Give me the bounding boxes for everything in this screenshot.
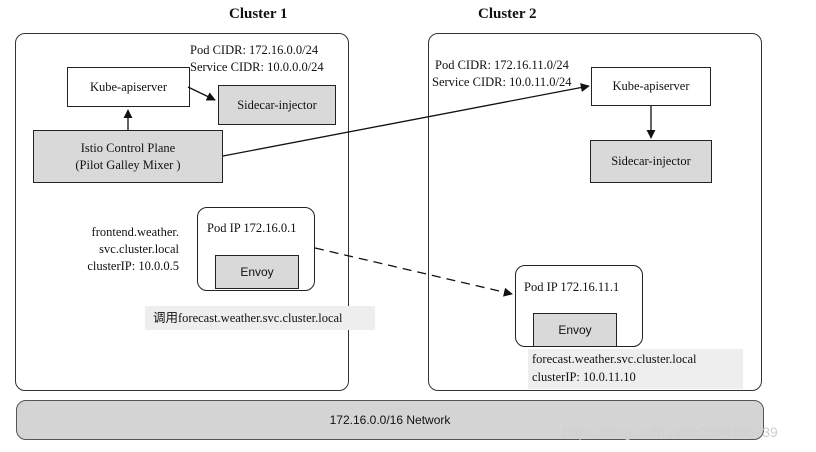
call-note: 调用forecast.weather.svc.cluster.local bbox=[145, 306, 375, 330]
cluster1-service-line1: frontend.weather. bbox=[91, 225, 179, 239]
control-plane-line2: (Pilot Galley Mixer ) bbox=[75, 157, 181, 172]
cluster2-envoy: Envoy bbox=[533, 313, 617, 347]
cluster2-title: Cluster 2 bbox=[478, 6, 537, 22]
apiserver1-to-sidecar1-arrow bbox=[187, 86, 216, 101]
cluster2-service-info: forecast.weather.svc.cluster.local clust… bbox=[528, 349, 743, 389]
cluster2-sidecar-injector: Sidecar-injector bbox=[590, 140, 712, 183]
istio-control-plane: Istio Control Plane (Pilot Galley Mixer … bbox=[33, 130, 223, 183]
network-bar: 172.16.0.0/16 Network bbox=[16, 400, 764, 440]
cluster2-service-line2: clusterIP: 10.0.11.10 bbox=[532, 370, 636, 384]
cluster1-title: Cluster 1 bbox=[229, 6, 288, 22]
cluster2-service-line1: forecast.weather.svc.cluster.local bbox=[532, 352, 697, 366]
control-plane-line1: Istio Control Plane bbox=[80, 140, 176, 155]
cluster1-envoy: Envoy bbox=[215, 255, 299, 289]
pod1-to-pod2-dashed-arrow bbox=[314, 247, 513, 297]
cluster2-service-cidr: Service CIDR: 10.0.11.0/24 bbox=[432, 75, 572, 89]
watermark: https://blog.csdn.net/h2604396739 bbox=[563, 424, 778, 440]
cluster2-pod-ip: Pod IP 172.16.11.1 bbox=[524, 280, 620, 294]
cluster1-pod-cidr: Pod CIDR: 172.16.0.0/24 bbox=[190, 43, 319, 57]
cluster1-sidecar-injector-label: Sidecar-injector bbox=[237, 97, 317, 112]
cluster2-sidecar-injector-label: Sidecar-injector bbox=[611, 154, 691, 168]
cluster2-envoy-label: Envoy bbox=[558, 323, 592, 337]
cluster1-service-cidr: Service CIDR: 10.0.0.0/24 bbox=[190, 60, 324, 74]
cluster1-kube-apiserver: Kube-apiserver bbox=[67, 67, 190, 107]
cluster1-kube-apiserver-label: Kube-apiserver bbox=[89, 79, 168, 94]
cluster1-envoy-label: Envoy bbox=[240, 265, 274, 279]
cluster1-service-line2: svc.cluster.local bbox=[99, 242, 179, 256]
cluster1-service-line3: clusterIP: 10.0.0.5 bbox=[87, 259, 179, 273]
cluster2-pod-cidr: Pod CIDR: 172.16.11.0/24 bbox=[435, 58, 569, 72]
cluster2-kube-apiserver: Kube-apiserver bbox=[591, 67, 711, 106]
network-label: 172.16.0.0/16 Network bbox=[329, 413, 451, 427]
cluster1-pod-ip: Pod IP 172.16.0.1 bbox=[207, 221, 297, 235]
cluster1-sidecar-injector: Sidecar-injector bbox=[218, 85, 336, 125]
cluster1-service-info: frontend.weather. svc.cluster.local clus… bbox=[84, 224, 179, 275]
cp-to-apiserver2-arrow bbox=[222, 83, 590, 157]
cluster2-kube-apiserver-label: Kube-apiserver bbox=[612, 79, 690, 93]
